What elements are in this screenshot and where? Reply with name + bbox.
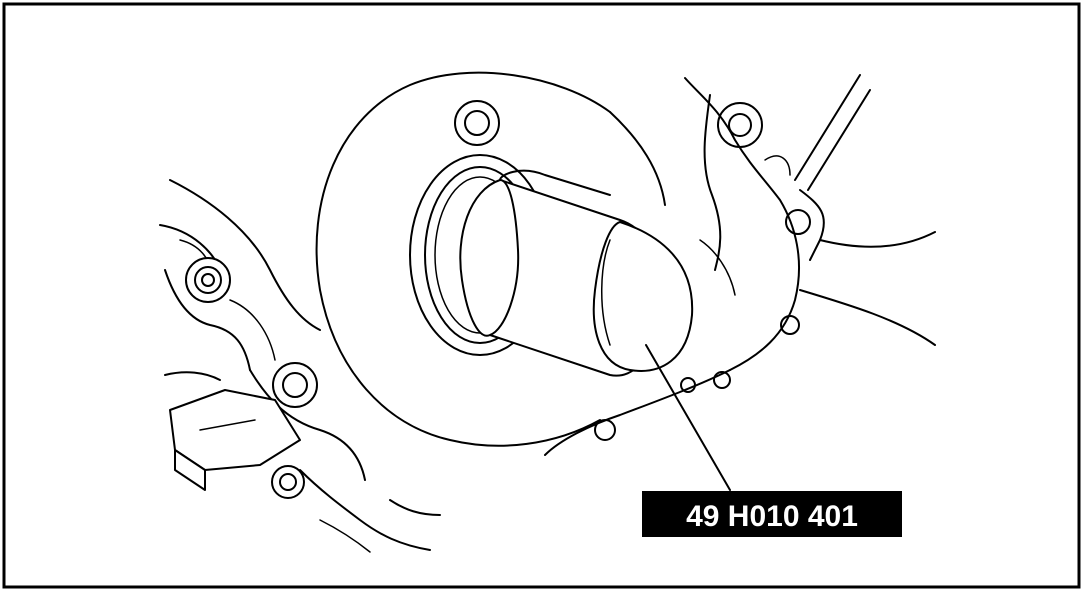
front-cover-right [544, 74, 936, 456]
bolt-top-right [717, 102, 763, 148]
installer-tool-cylinder [459, 169, 694, 377]
callout-background [642, 491, 902, 537]
housing-disc [315, 71, 666, 447]
bolt-right [594, 209, 811, 441]
bolt-top-center [454, 100, 500, 146]
part-number-callout: 49 H010 401 [642, 491, 902, 537]
part-number-label: 49 H010 401 [686, 500, 858, 533]
bolt-left-lower [271, 465, 305, 499]
callout-leader [645, 344, 731, 491]
bracket [169, 389, 301, 491]
bolt-left-middle [272, 362, 318, 408]
bolt-left-upper [185, 257, 231, 303]
